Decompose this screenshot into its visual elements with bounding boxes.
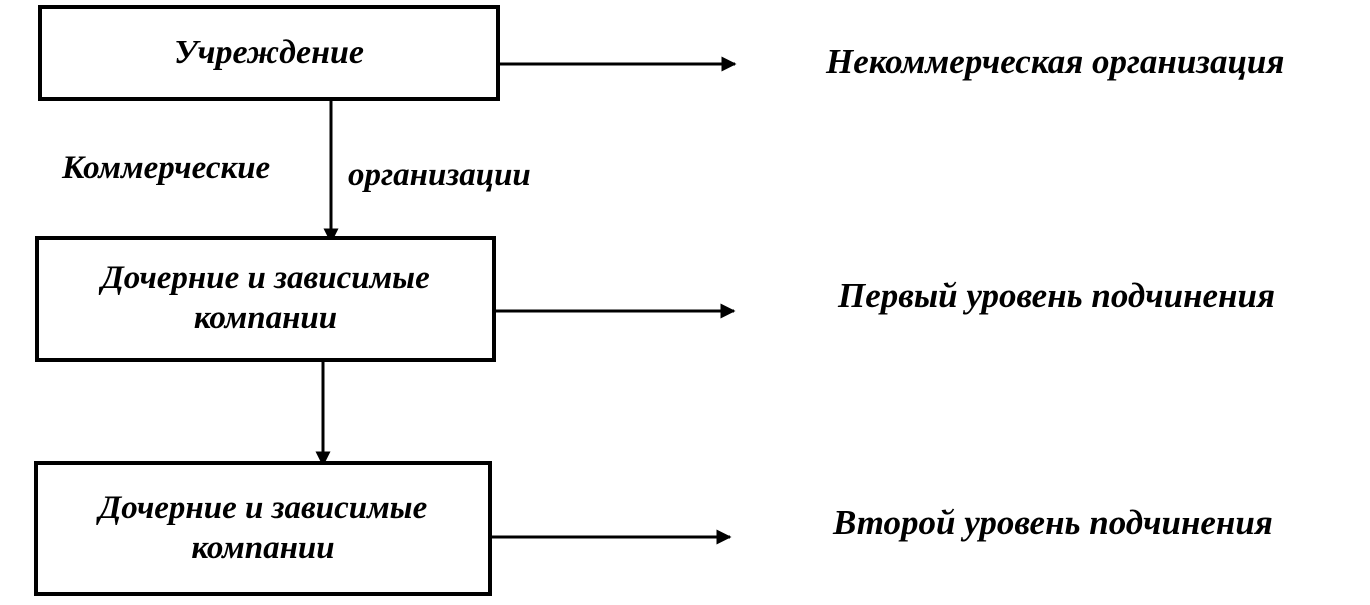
subsidiary-level1-box: Дочерние и зависимые компании [35,236,496,362]
subsidiary-level1-label-line2: компании [193,300,338,336]
institution-label: Учреждение [174,33,364,71]
subsidiary-level2-label-line2: компании [191,529,335,566]
subsidiary-level2-box: Дочерние и зависимые компании [34,461,492,596]
second-level-label: Второй уровень подчинения [833,503,1273,542]
first-level-label: Первый уровень подчинения [838,276,1275,315]
subsidiary-level1-label-line1: Дочерние и зависимые [101,260,430,297]
subsidiary-level2-label-line1: Дочерние и зависимые [98,489,428,526]
organizations-label: организации [348,157,531,193]
commercial-label: Коммерческие [62,150,271,186]
institution-box: Учреждение [38,5,500,101]
nonprofit-label: Некоммерческая организация [826,42,1285,81]
